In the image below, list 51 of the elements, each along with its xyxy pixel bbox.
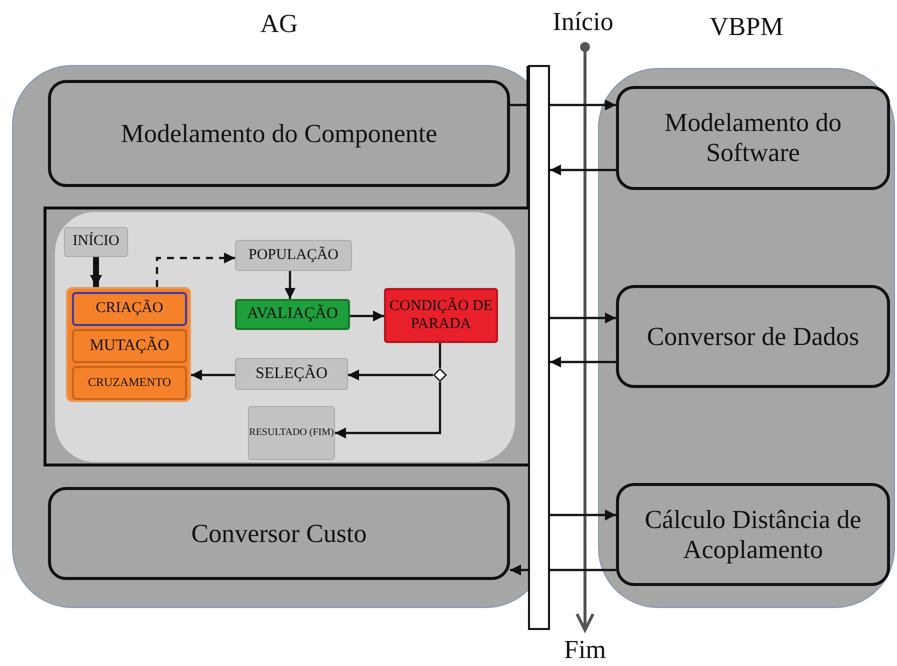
- timeline-label: Início: [552, 7, 614, 37]
- box-text: MUTAÇÃO: [90, 336, 170, 356]
- arrow: [550, 100, 616, 110]
- arrow: [335, 382, 442, 438]
- box-text: INÍCIO: [72, 233, 120, 251]
- box-text: Modelamento do Software: [664, 108, 842, 168]
- timeline-label: Fim: [564, 635, 606, 665]
- box-text: CRIAÇÃO: [96, 300, 164, 318]
- module-box: [48, 80, 510, 187]
- module-box: [616, 86, 890, 190]
- arrow: [348, 370, 433, 380]
- box-text: Conversor Custo: [191, 518, 367, 548]
- connector-line: [510, 104, 528, 106]
- step-box: [235, 358, 348, 390]
- box-text: CRUZAMENTO: [88, 376, 172, 390]
- box-text: Cálculo Distância de Acoplamento: [644, 504, 862, 564]
- box-text: Conversor de Dados: [646, 322, 860, 352]
- arrow: [191, 370, 235, 380]
- arrow: [550, 164, 616, 176]
- arrow: [284, 271, 296, 299]
- box-text: RESULTADO (FIM): [249, 427, 334, 439]
- operator-box: [72, 329, 187, 363]
- step-box: [248, 406, 335, 460]
- box-text: Modelamento do Componente: [120, 118, 438, 148]
- arrow: [350, 310, 384, 322]
- module-box: [616, 483, 890, 586]
- step-box: [235, 240, 352, 271]
- box-text: POPULAÇÃO: [248, 246, 338, 264]
- arrow: [510, 564, 528, 576]
- step-box: [384, 288, 498, 343]
- connector-line: [438, 343, 442, 368]
- bus-bar: [528, 65, 550, 630]
- group-heading: AG: [260, 9, 298, 39]
- module-box: [616, 285, 890, 388]
- operator-box: [72, 292, 187, 326]
- step-box: [64, 227, 128, 257]
- inner-panel: [55, 212, 515, 462]
- box-text: SELEÇÃO: [256, 364, 328, 384]
- box-text: CONDIÇÃO DE PARADA: [388, 298, 494, 333]
- arrow: [550, 312, 616, 324]
- module-box: [48, 487, 510, 580]
- step-box: [235, 299, 350, 330]
- arrow: [550, 356, 616, 368]
- group-heading: VBPM: [710, 12, 784, 42]
- arrow: [90, 257, 102, 287]
- arrow: [550, 510, 616, 520]
- connector-line: [550, 568, 616, 572]
- box-text: AVALIAÇÃO: [247, 305, 338, 324]
- operator-box: [72, 366, 187, 400]
- group-frame: [66, 287, 191, 402]
- arrow: [156, 252, 235, 287]
